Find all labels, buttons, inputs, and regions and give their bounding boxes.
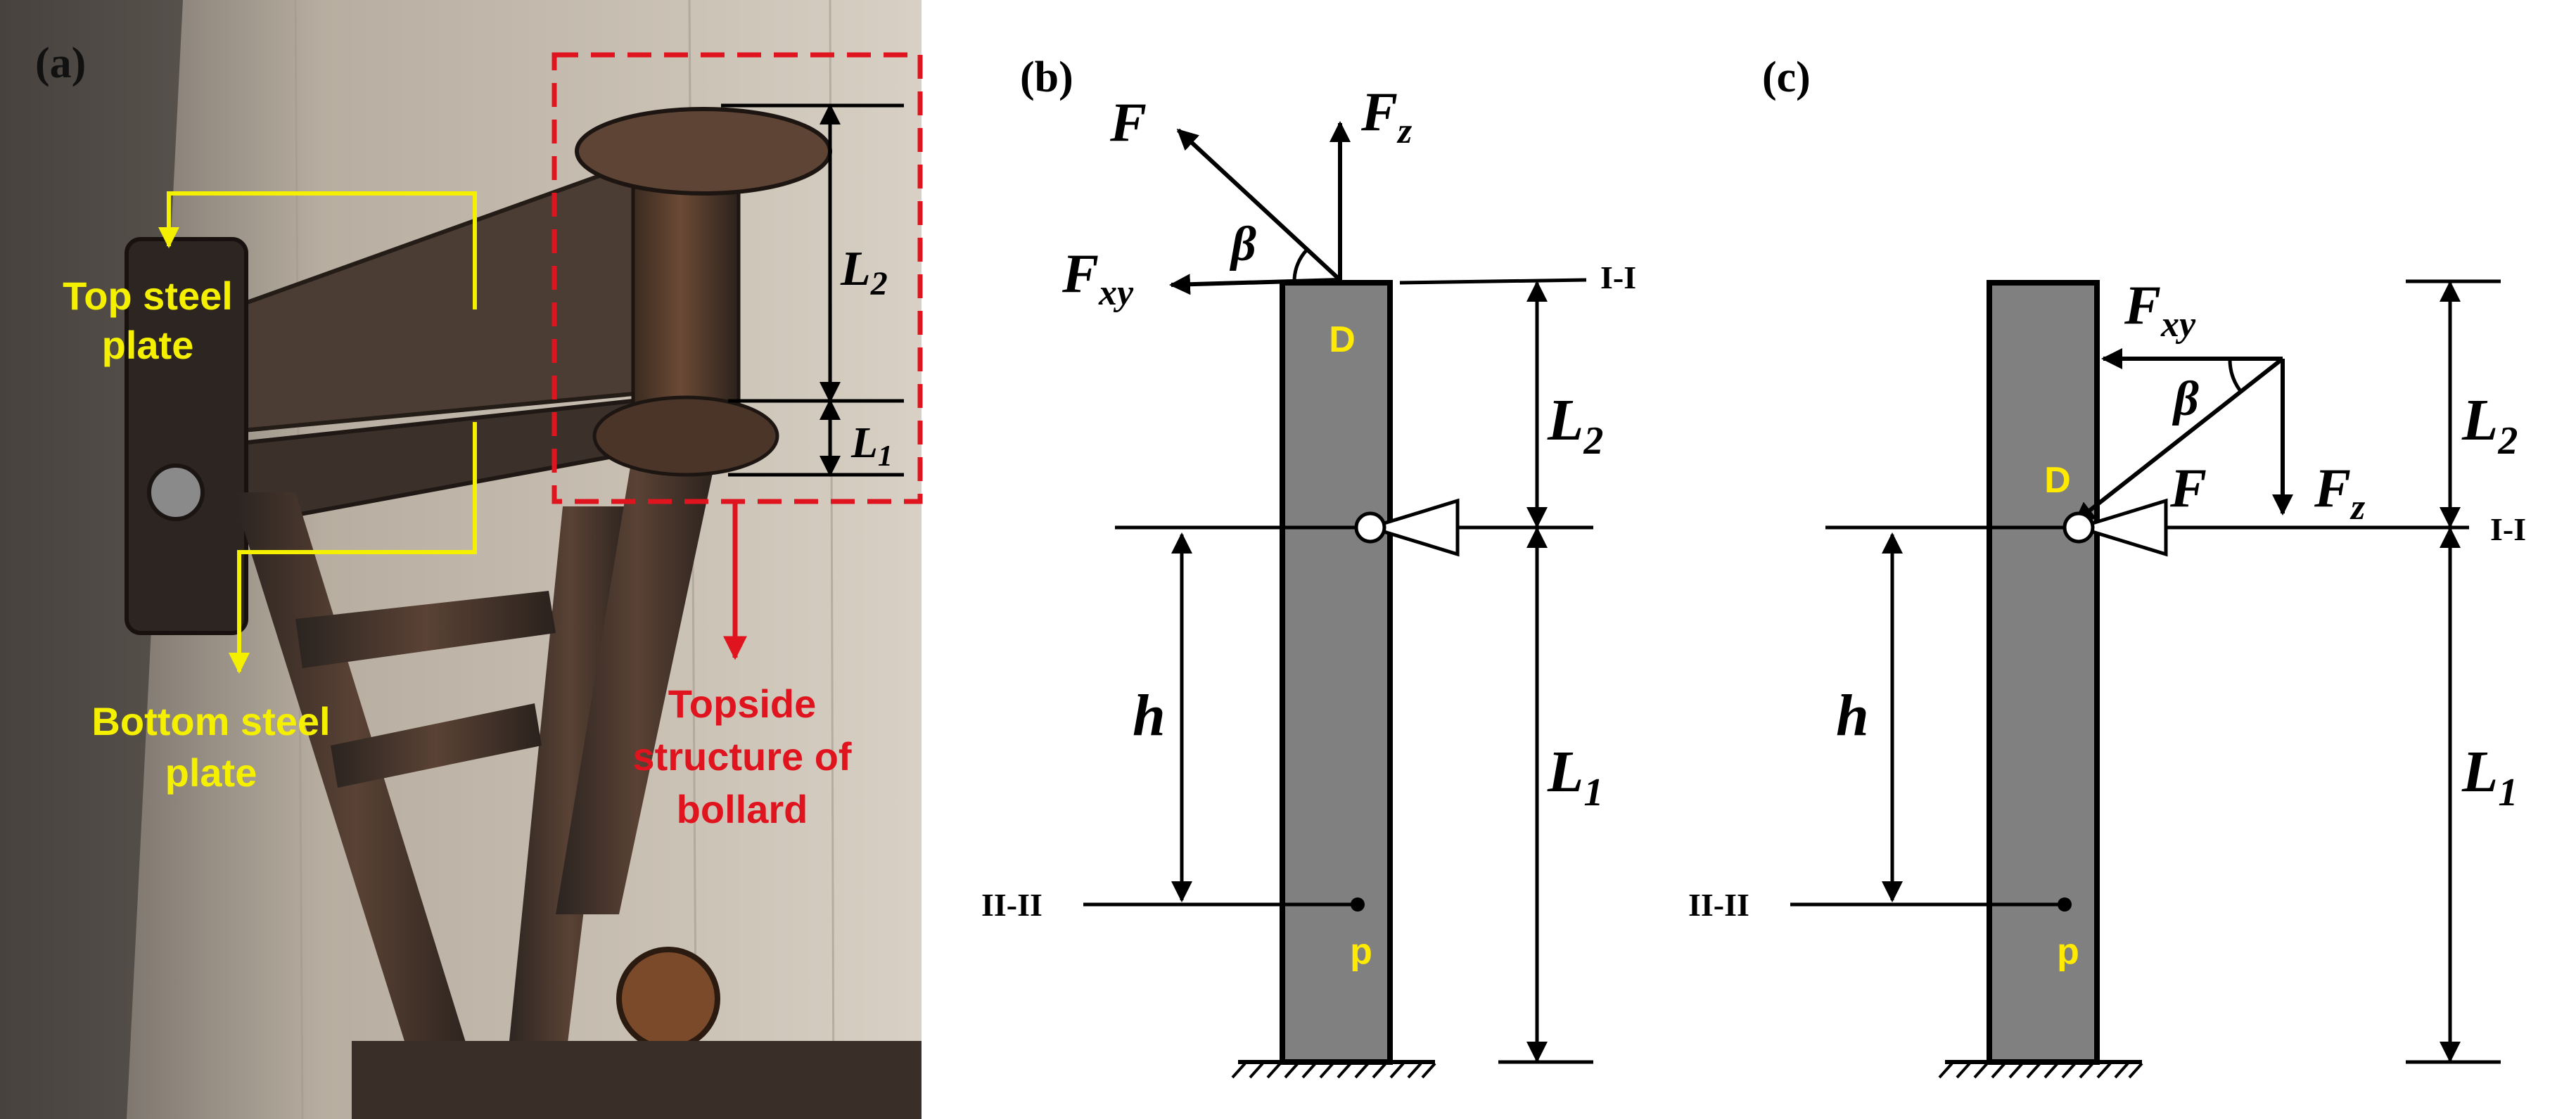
point-d-c: D <box>2044 460 2071 501</box>
column-b <box>1280 280 1393 1065</box>
dim-l2-label-c: L2 <box>2461 388 2518 463</box>
bottom-wheel <box>616 947 720 1051</box>
section-i-label-b: I-I <box>1600 260 1636 295</box>
leg-right <box>556 450 718 914</box>
callout-bottom-plate-line <box>229 422 477 674</box>
point-p-c: p <box>2057 931 2079 972</box>
dim-h-label-b: h <box>1133 683 1166 748</box>
panel-b-label: (b) <box>1020 53 1073 101</box>
callout-topside: Topside structure of bollard <box>551 52 923 831</box>
top-plate-label-line2: plate <box>102 323 194 367</box>
panel-a: (a) Top steel plate Bottom steel plate T… <box>0 0 923 1119</box>
panel-b: (b) F Fz Fxy β D p I-I <box>981 53 1636 1079</box>
force-f-b <box>1176 128 1342 282</box>
support-pin-c <box>2062 511 2095 544</box>
panel-a-label: (a) <box>35 39 86 87</box>
section-i-label-c: I-I <box>2490 511 2526 547</box>
force-f-label-c: F <box>2169 457 2207 518</box>
topside-label-line1: Topside <box>668 682 817 726</box>
photo-l2-label: L2 <box>840 242 888 302</box>
bottom-base <box>352 1041 922 1119</box>
support-pin-b <box>1354 511 1386 544</box>
photo-l1-label: L1 <box>850 419 893 473</box>
brace-1 <box>295 591 556 668</box>
dim-h-label-c: h <box>1836 683 1869 748</box>
bollard-base <box>592 395 779 477</box>
bracket-hole <box>147 463 205 521</box>
force-f-c <box>2073 357 2284 524</box>
topside-label-line2: structure of <box>632 734 851 779</box>
leg-left <box>232 492 478 1097</box>
force-fxy-b <box>1169 274 1341 295</box>
section-ii-label-c: II-II <box>1688 887 1749 923</box>
force-fz-label-c: Fz <box>2314 457 2366 527</box>
section-i-line-b <box>1399 278 1587 285</box>
dim-l1-label-b: L1 <box>1547 739 1603 814</box>
force-fz-label-b: Fz <box>1360 81 1413 151</box>
bottom-plate-label-line1: Bottom steel <box>91 699 330 743</box>
angle-label-b: β <box>1229 217 1256 271</box>
angle-label-c: β <box>2172 372 2199 426</box>
topside-label-line3: bollard <box>677 787 808 831</box>
point-p-dot-b <box>1351 897 1365 912</box>
callout-bottom-plate: Bottom steel plate <box>91 422 477 795</box>
force-f-label-b: F <box>1109 91 1147 153</box>
support-triangle-b <box>1364 498 1460 557</box>
dim-l1-label-c: L1 <box>2461 739 2518 814</box>
dim-l2-label-b: L2 <box>1547 388 1603 463</box>
force-fxy-label-b: Fxy <box>1061 243 1134 313</box>
callout-top-plate: Top steel plate <box>63 191 477 367</box>
brace-2 <box>331 703 542 788</box>
top-plate-label-line1: Top steel <box>63 274 233 318</box>
bollard-structure <box>125 107 922 1119</box>
wall-bracket <box>125 237 248 635</box>
bottom-plate-label-line2: plate <box>165 750 257 795</box>
point-p-b: p <box>1350 931 1372 972</box>
photo-dimensions <box>721 103 904 477</box>
bollard-post <box>631 174 741 438</box>
point-p-dot-c <box>2058 897 2072 912</box>
support-triangle-c <box>2072 498 2168 557</box>
panel-c: (c) Fxy β F Fz D p I-I II-II <box>1688 53 2526 1079</box>
hatch-b <box>1231 1062 1436 1079</box>
point-d-b: D <box>1329 319 1356 360</box>
column-c <box>1987 280 2100 1065</box>
panel-c-label: (c) <box>1762 53 1811 101</box>
angle-arc-b <box>1292 248 1308 282</box>
callout-top-plate-line <box>158 191 477 309</box>
bollard-cap <box>575 107 832 196</box>
force-fxy-label-c: Fxy <box>2124 274 2196 345</box>
section-ii-label-b: II-II <box>981 887 1042 923</box>
hatch-c <box>1938 1062 2143 1079</box>
angle-arc-c <box>2228 358 2243 392</box>
